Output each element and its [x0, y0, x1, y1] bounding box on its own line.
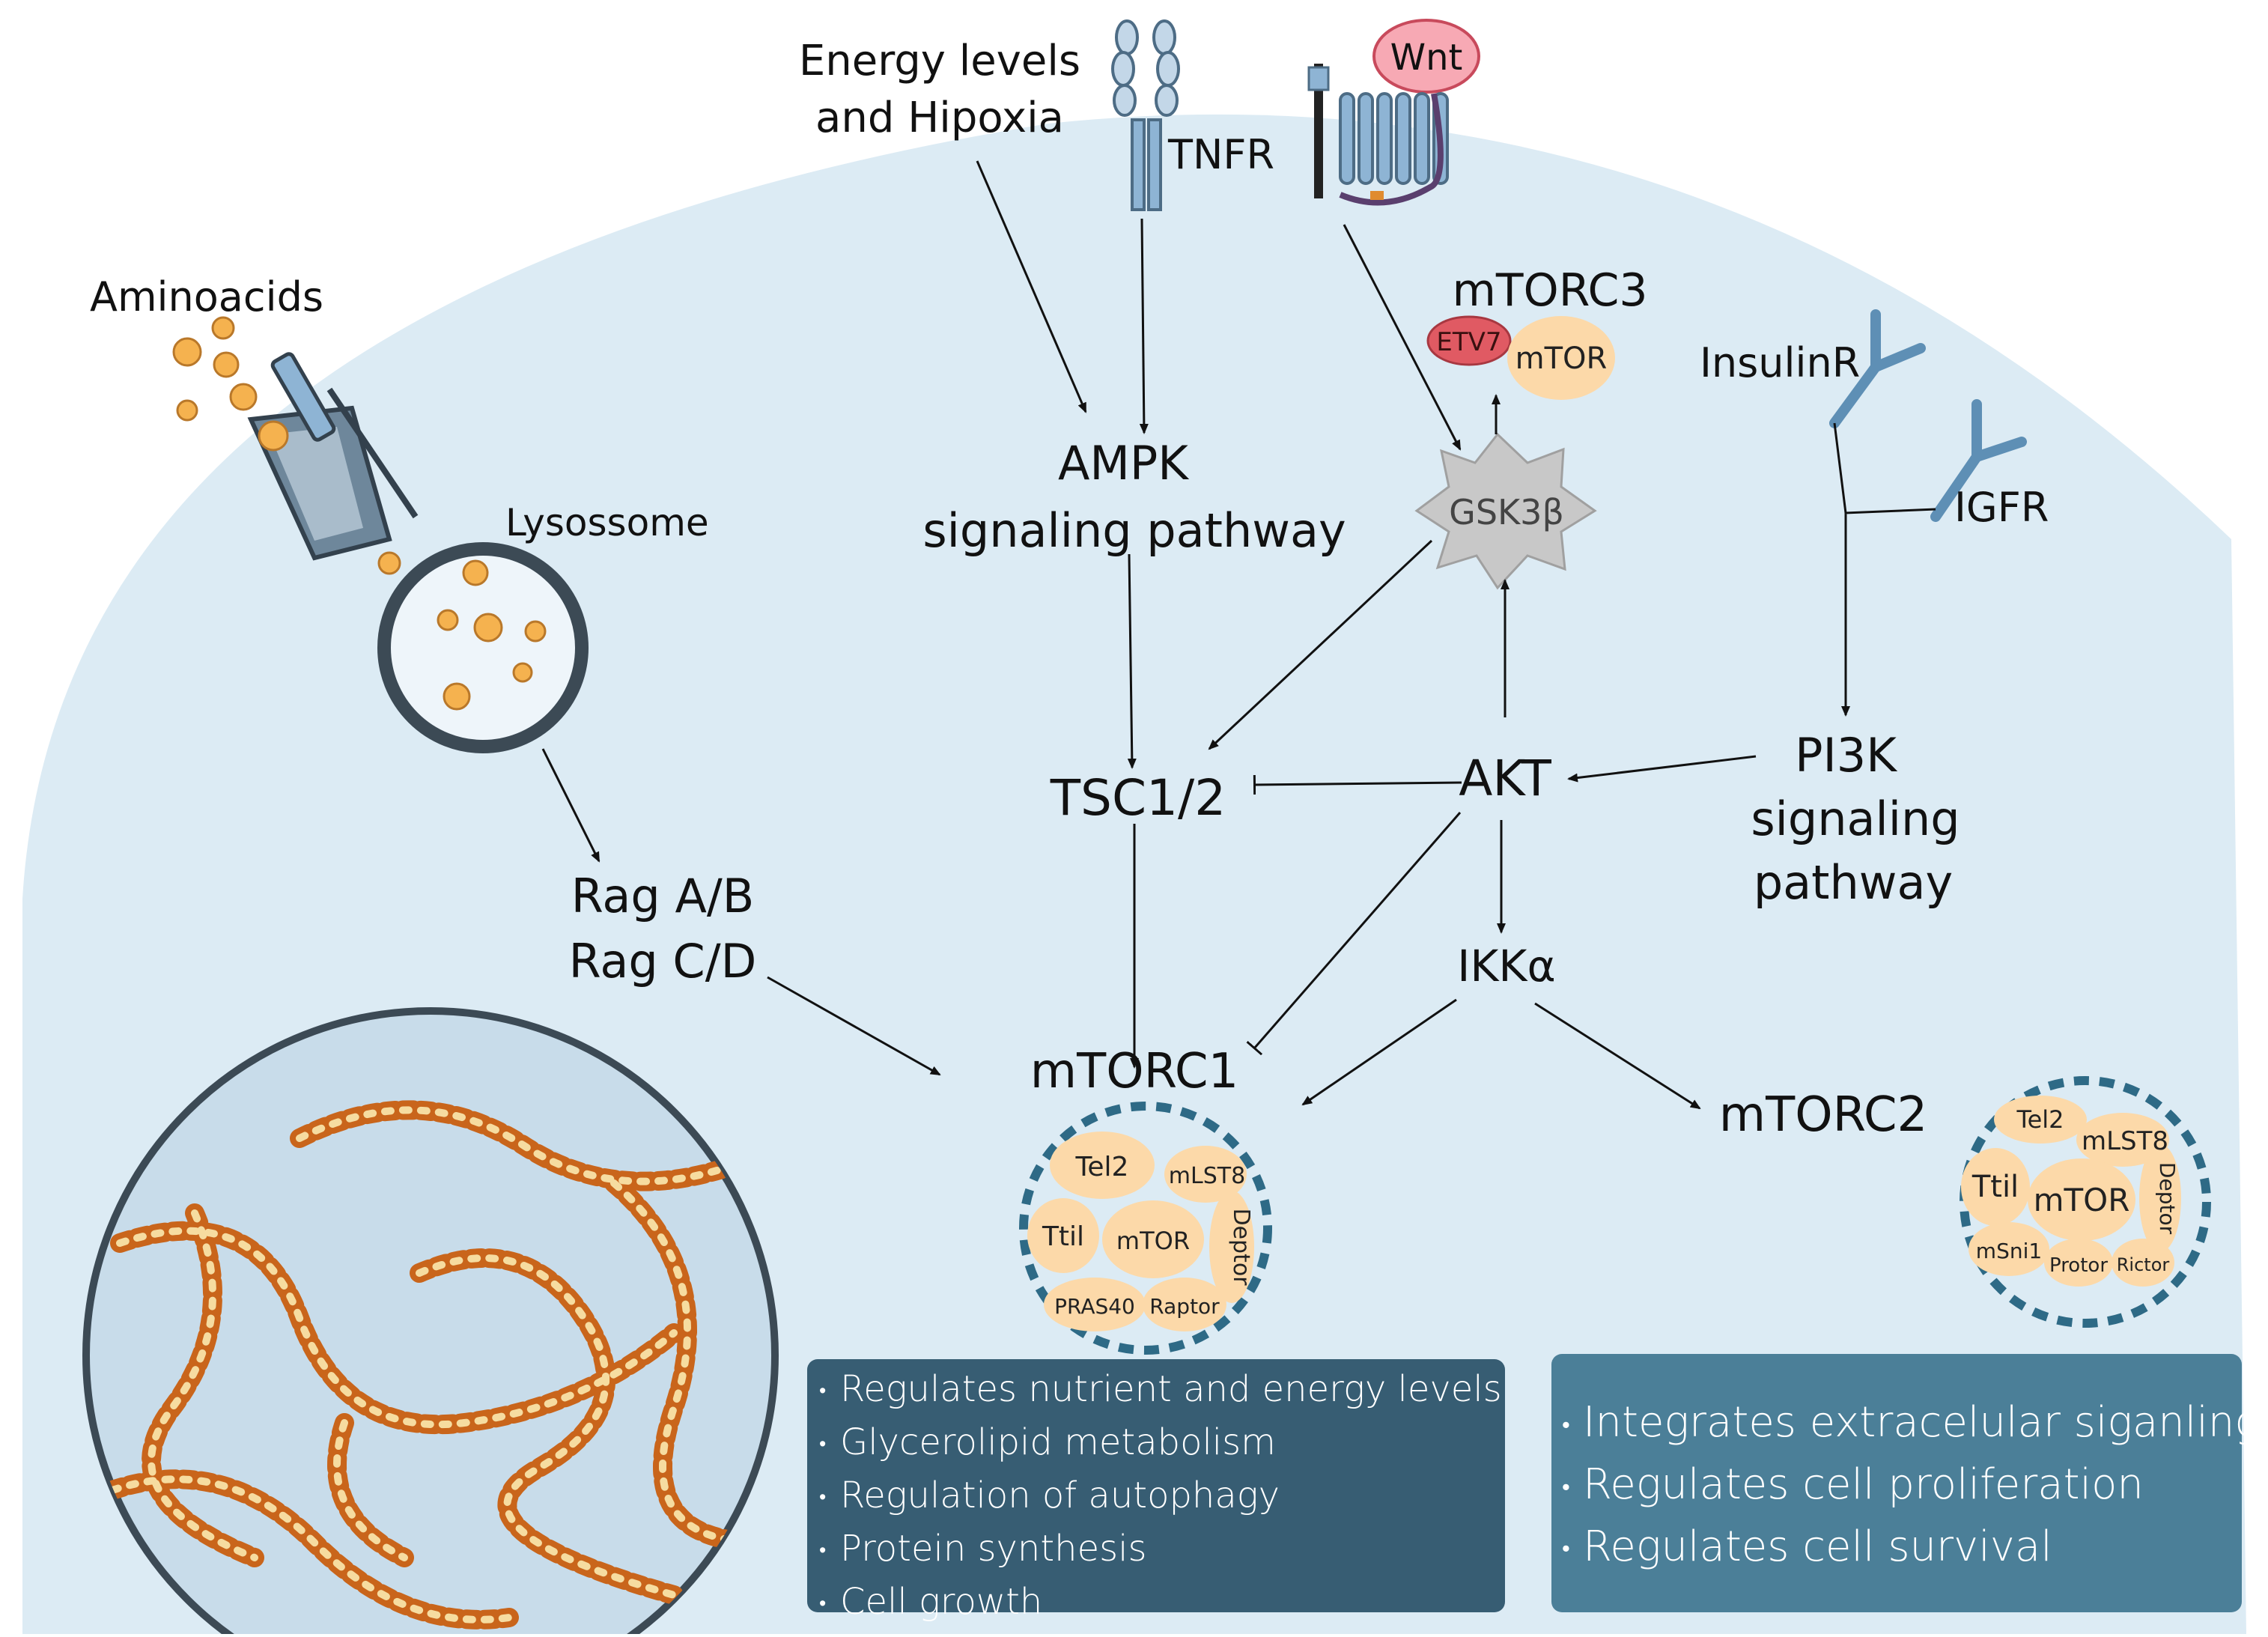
lysosome-label: Lysossome — [505, 501, 709, 544]
mtorc1-function-item: Protein synthesis — [819, 1523, 1505, 1576]
rag-cd-label: Rag C/D — [569, 934, 757, 988]
mtorc2-msni1: mSni1 — [1976, 1239, 2042, 1263]
etv7-protein — [1426, 315, 1512, 366]
akt-label: AKT — [1459, 750, 1551, 807]
mtorc2-rictor: Rictor — [2117, 1254, 2170, 1275]
tsc-label: TSC1/2 — [1050, 769, 1226, 827]
receptor-link-line — [1833, 422, 1936, 715]
igfr-label: IGFR — [1954, 484, 2049, 531]
mtorc1-tel2: Tel2 — [1075, 1152, 1129, 1182]
ampk-pathway-label: signaling pathway — [922, 503, 1346, 558]
mtorc1-mtor: mTOR — [1116, 1227, 1190, 1255]
mtorc1-raptor: Raptor — [1149, 1294, 1220, 1319]
gsk3b-star — [1414, 432, 1597, 590]
mtorc3-title: mTORC3 — [1452, 264, 1647, 317]
lysosome-icon — [377, 542, 589, 753]
mtorc2-mlst8: mLST8 — [2082, 1126, 2168, 1156]
mtorc1-function-item: Cell growth — [819, 1576, 1505, 1630]
mtorc2-title: mTORC2 — [1719, 1087, 1928, 1143]
pathway-arrows — [541, 160, 1757, 1110]
pi3k-pathway-label: pathway — [1754, 855, 1953, 910]
energy-levels-label: Energy levels — [799, 37, 1080, 85]
mtorc1-mlst8: mLST8 — [1169, 1163, 1245, 1189]
mtorc2-functions-box: Integrates extracelular siganling Regula… — [1551, 1354, 2260, 1612]
aminoacid-particles — [172, 316, 401, 575]
gsk3b-label: GSK3β — [1449, 492, 1564, 532]
pi3k-label: PI3K — [1795, 728, 1897, 783]
mtorc1-pras40: PRAS40 — [1054, 1294, 1135, 1319]
mtorc1-function-item: Regulation of autophagy — [819, 1470, 1505, 1523]
mtorc2-function-item: Integrates extracelular siganling — [1562, 1393, 2260, 1455]
etv7-label: ETV7 — [1436, 327, 1501, 357]
insulinr-label: InsulinR — [1700, 339, 1860, 386]
hipoxia-label: and Hipoxia — [815, 94, 1064, 142]
mtorc1-functions-box: Regulates nutrient and energy levels Gly… — [807, 1359, 1505, 1623]
tnfr-receptor-icon — [1111, 19, 1180, 211]
nucleus — [82, 1007, 779, 1637]
mtorc2-complex: Tel2 mLST8 Ttil mTOR Deptor mSni1 Protor… — [1960, 1076, 2211, 1328]
tnfr-label: TNFR — [1167, 131, 1274, 178]
mtorc1-deptor: Deptor — [1228, 1208, 1254, 1286]
mtorc1-title: mTORC1 — [1030, 1044, 1239, 1099]
insulin-receptor-icon — [1829, 309, 2027, 522]
aminoacid-transporter-icon — [247, 352, 419, 561]
mtorc2-ttil: Ttil — [1971, 1170, 2019, 1204]
rag-ab-label: Rag A/B — [571, 869, 755, 923]
mtorc1-function-item: Glycerolipid metabolism — [819, 1417, 1505, 1470]
mtorc2-protor: Protor — [2049, 1254, 2108, 1277]
mtorc1-ttil: Ttil — [1042, 1221, 1084, 1252]
mtorc2-function-item: Regulates cell survival — [1562, 1517, 2242, 1579]
mtorc3-mtor-protein — [1507, 316, 1615, 400]
mtorc3-mtor-label: mTOR — [1515, 341, 1608, 376]
mtorc2-function-item: Regulates cell proliferation — [1562, 1455, 2242, 1517]
aminoacids-label: Aminoacids — [90, 273, 323, 321]
pi3k-signaling-label: signaling — [1751, 792, 1960, 846]
mtorc1-complex: Tel2 mLST8 Ttil mTOR Deptor PRAS40 Rapto… — [1019, 1102, 1272, 1355]
ikka-label: IKKα — [1457, 941, 1555, 991]
mtorc2-deptor: Deptor — [2155, 1162, 2180, 1235]
wnt-receptor-icon — [1307, 19, 1480, 206]
wnt-label: Wnt — [1390, 37, 1463, 79]
ampk-label: AMPK — [1058, 436, 1189, 491]
mtorc2-mtor: mTOR — [2034, 1182, 2130, 1218]
mtorc2-tel2: Tel2 — [2016, 1105, 2064, 1134]
mtorc1-function-item: Regulates nutrient and energy levels — [819, 1364, 1505, 1417]
